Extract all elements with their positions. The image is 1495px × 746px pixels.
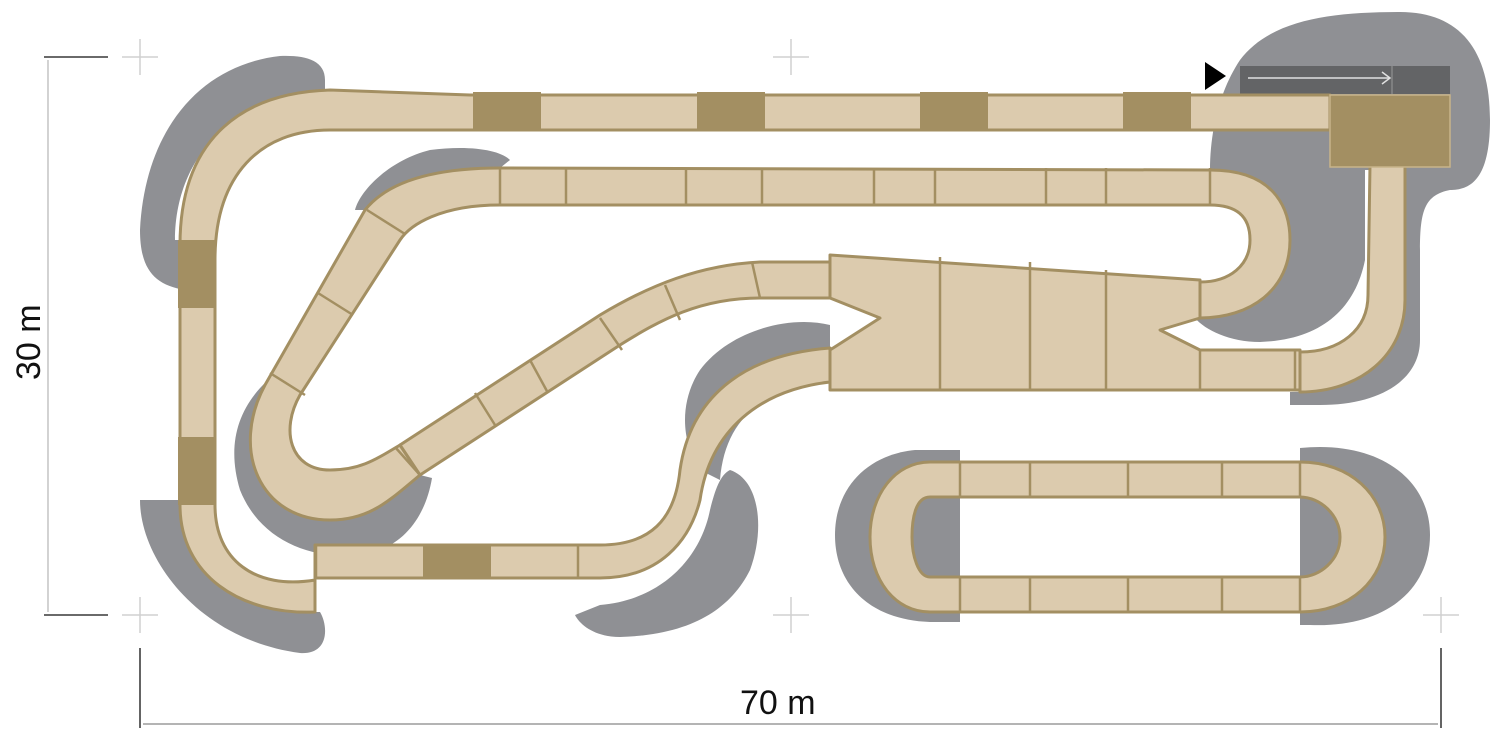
pit-lane <box>1240 66 1450 94</box>
width-dimension-label: 70 m <box>740 684 816 722</box>
marker-blocks <box>178 92 1451 579</box>
dimension-lines <box>44 56 1442 728</box>
start-arrow-icon <box>1205 62 1226 90</box>
height-dimension-label: 30 m <box>10 304 48 380</box>
segment-dividers <box>269 168 1302 612</box>
